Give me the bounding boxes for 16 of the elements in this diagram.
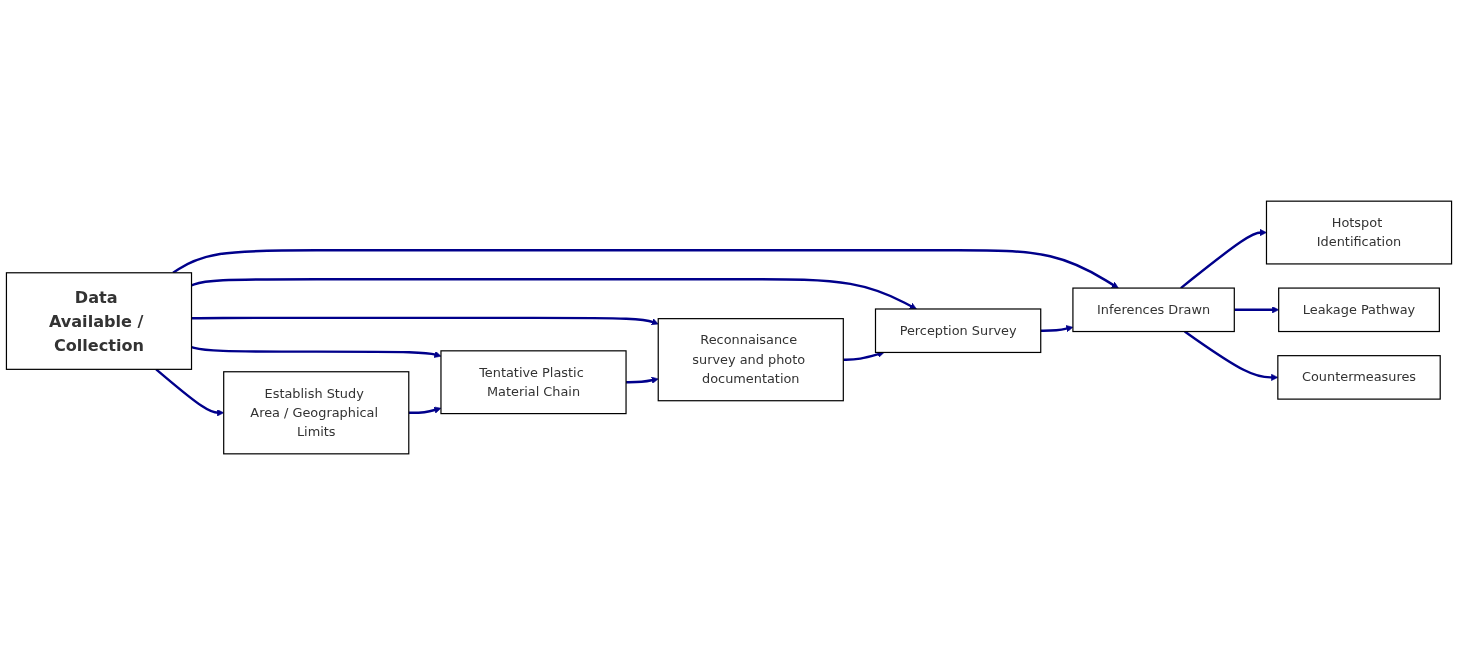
- node-box: Perception Survey: [874, 308, 1042, 354]
- node-box: Leakage Pathway: [1278, 287, 1440, 333]
- node-box: Countermeasures: [1277, 355, 1441, 400]
- node-box: Reconnaisance survey and photo documentation: [657, 318, 844, 402]
- arrow: [1180, 229, 1267, 289]
- arrow: [191, 278, 917, 310]
- arrow: [626, 376, 659, 384]
- node-box: Establish Study Area / Geographical Limits: [223, 371, 410, 455]
- arrow: [1234, 306, 1279, 314]
- arrow: [172, 249, 1119, 289]
- node-box: Hotspot Identification: [1265, 200, 1453, 265]
- node-box: Inferences Drawn: [1072, 287, 1235, 333]
- arrow: [191, 316, 659, 326]
- arrow: [155, 368, 224, 417]
- node-box: Tentative Plastic Material Chain: [440, 350, 627, 415]
- node-box: Data Available / Collection: [5, 272, 193, 370]
